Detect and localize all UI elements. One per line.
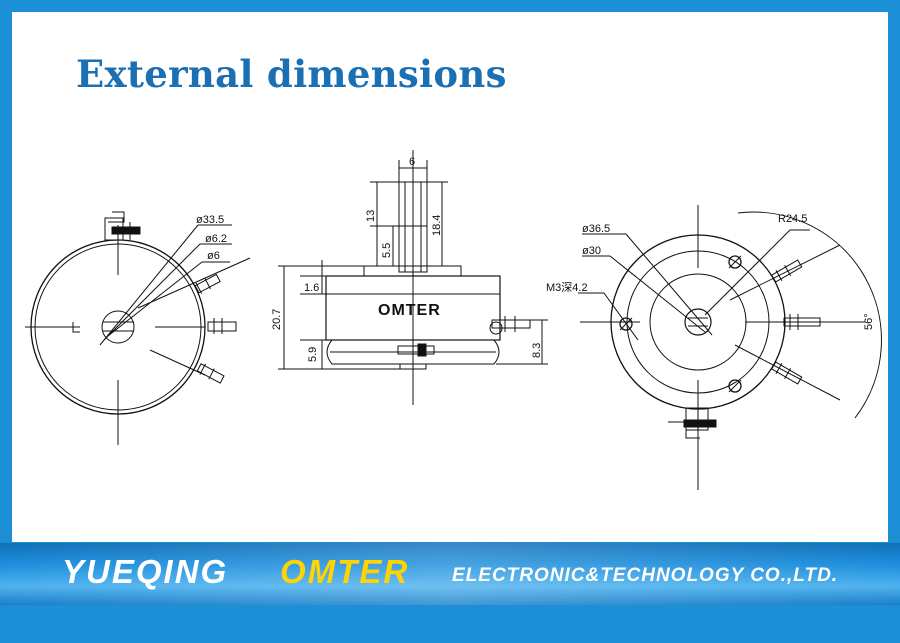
right-radial-r24 bbox=[704, 229, 791, 316]
front-side-eyelet bbox=[489, 321, 503, 335]
company-banner: YUEQING OMTER ELECTRONIC&TECHNOLOGY CO.,… bbox=[0, 543, 900, 605]
left-leader-3 bbox=[107, 261, 203, 337]
front-label-18-4: 18.4 bbox=[431, 215, 443, 236]
left-radial-line-2 bbox=[149, 349, 206, 376]
right-hole-left bbox=[619, 317, 633, 331]
front-label-5-9: 5.9 bbox=[307, 347, 319, 362]
front-view bbox=[278, 150, 548, 405]
front-label-1-6: 1.6 bbox=[304, 282, 319, 294]
front-label-20-7: 20.7 bbox=[271, 309, 283, 330]
front-base-ring bbox=[326, 339, 500, 365]
front-label-6: 6 bbox=[409, 156, 415, 168]
right-view bbox=[578, 205, 882, 490]
left-label-flat-dia: ø6 bbox=[207, 250, 220, 262]
left-radial-line-1 bbox=[137, 257, 251, 309]
left-terminal-r3 bbox=[196, 363, 225, 384]
left-terminal-tab bbox=[108, 211, 125, 223]
front-label-8-3: 8.3 bbox=[531, 343, 543, 358]
right-hole-bottom-mark bbox=[728, 379, 742, 393]
right-label-dia-30: ø30 bbox=[582, 245, 601, 257]
right-leader-30 bbox=[609, 255, 706, 333]
left-terminal-r2 bbox=[207, 318, 237, 334]
bottom-frame bbox=[0, 605, 900, 643]
right-hole-top-mark bbox=[728, 255, 742, 269]
banner-company-name: YUEQING bbox=[62, 553, 229, 590]
left-index-mark bbox=[72, 322, 80, 333]
right-hole-top bbox=[728, 255, 742, 269]
front-label-5-5: 5.5 bbox=[381, 243, 393, 258]
front-label-13: 13 bbox=[365, 210, 377, 222]
right-terminal-2 bbox=[783, 314, 821, 330]
front-brand-label: OMTER bbox=[378, 302, 441, 319]
right-terminal-bottom-hook bbox=[685, 430, 700, 439]
banner-shine bbox=[0, 543, 900, 605]
right-label-m3: M3深4.2 bbox=[546, 281, 588, 294]
right-shaft-circle bbox=[684, 308, 712, 336]
front-bottom-screw bbox=[397, 345, 435, 355]
left-terminal-r1 bbox=[194, 273, 221, 294]
right-radial-56-bottom bbox=[734, 344, 841, 401]
left-terminal-screw bbox=[111, 226, 141, 235]
page-title: External dimensions bbox=[76, 52, 507, 96]
left-label-shaft-dia: ø6.2 bbox=[205, 233, 227, 245]
left-view bbox=[25, 211, 251, 445]
right-terminal-bottom-screw bbox=[683, 419, 717, 428]
front-side-terminal bbox=[491, 319, 531, 329]
right-leader-m3 bbox=[603, 292, 639, 341]
right-terminal-1 bbox=[771, 259, 803, 283]
right-leader-36 bbox=[625, 233, 713, 336]
right-hole-bottom bbox=[728, 379, 742, 393]
left-leader-2 bbox=[103, 243, 201, 341]
right-label-dia-36-5: ø36.5 bbox=[582, 223, 610, 235]
left-leader-1 bbox=[99, 224, 199, 346]
right-label-angle: 56° bbox=[863, 313, 875, 330]
right-terminal-bottom bbox=[685, 407, 709, 431]
banner-tagline: ELECTRONIC&TECHNOLOGY CO.,LTD. bbox=[452, 565, 839, 586]
banner-brand-name: OMTER bbox=[280, 553, 410, 590]
right-label-r24-5: R24.5 bbox=[778, 213, 807, 225]
content-panel bbox=[12, 12, 888, 542]
front-bottom-nut bbox=[417, 343, 427, 357]
left-label-outer-dia: ø33.5 bbox=[196, 214, 224, 226]
right-angle-arc bbox=[737, 211, 882, 419]
right-terminal-3 bbox=[771, 361, 803, 385]
left-shaft-circle bbox=[101, 310, 135, 344]
right-radial-56-top bbox=[729, 244, 841, 301]
